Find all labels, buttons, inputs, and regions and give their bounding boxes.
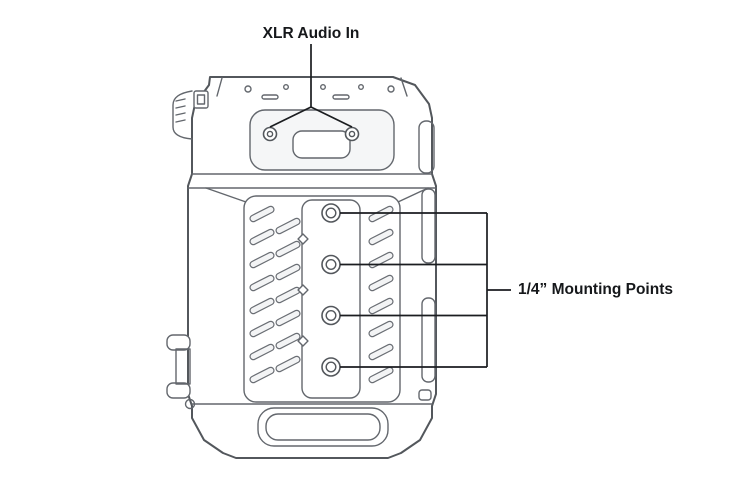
- shoulder-diagonals: [205, 187, 429, 203]
- top-slot: [332, 94, 350, 100]
- mounting-strip: [301, 199, 361, 399]
- top-bevel-lines: [216, 77, 408, 97]
- top-screw: [283, 83, 290, 90]
- xlr-recess: [249, 109, 395, 171]
- xlr-callout-label: XLR Audio In: [263, 25, 360, 42]
- xlr-recess-pill: [292, 130, 351, 159]
- right-door-panel: [421, 188, 436, 264]
- handle-hatches: [175, 98, 186, 123]
- handle-outline: [172, 90, 193, 140]
- bottom-details: [191, 403, 433, 447]
- shoulder-band: [187, 173, 437, 203]
- mounting-point-marker: [321, 203, 341, 223]
- top-slot: [261, 94, 279, 100]
- mounting-callout-label: 1/4” Mounting Points: [518, 281, 673, 298]
- mounting-points: [321, 203, 341, 377]
- top-screw: [244, 85, 252, 93]
- left-handle-detail: [172, 90, 209, 140]
- right-door-panel: [421, 297, 436, 383]
- bottom-plate-inner: [265, 413, 381, 441]
- handle-block: [193, 90, 209, 109]
- xlr-ports: [262, 126, 360, 142]
- xlr-callout-line: [269, 44, 353, 128]
- strip-nub: [297, 284, 309, 296]
- right-door-panel: [418, 120, 435, 174]
- mounting-point-marker: [321, 305, 341, 326]
- top-screw: [358, 83, 365, 90]
- top-screw: [387, 85, 395, 93]
- strip-nub: [297, 335, 309, 347]
- top-screw: [320, 83, 327, 90]
- right-small-tab: [418, 389, 432, 401]
- mounting-point-marker: [321, 357, 341, 377]
- right-side-details: [418, 120, 436, 401]
- top-plate-details: [216, 77, 408, 100]
- mounting-point-marker: [321, 254, 341, 275]
- xlr-port-left-pin: [266, 130, 274, 138]
- mounting-callout: 1/4” Mounting Points: [340, 212, 673, 368]
- xlr-callout: XLR Audio In: [263, 25, 360, 128]
- strip-nub: [297, 233, 309, 245]
- left-latch-tab: [166, 382, 191, 399]
- left-latch-bracket: [175, 348, 191, 385]
- bottom-plate: [257, 407, 389, 447]
- mounting-callout-lines: [340, 212, 511, 368]
- strip-nubs: [297, 233, 309, 347]
- left-latch-tab: [166, 334, 191, 351]
- camera-top-view: [166, 76, 437, 459]
- xlr-port-right-pin: [348, 130, 356, 138]
- handle-block-inner: [196, 94, 206, 105]
